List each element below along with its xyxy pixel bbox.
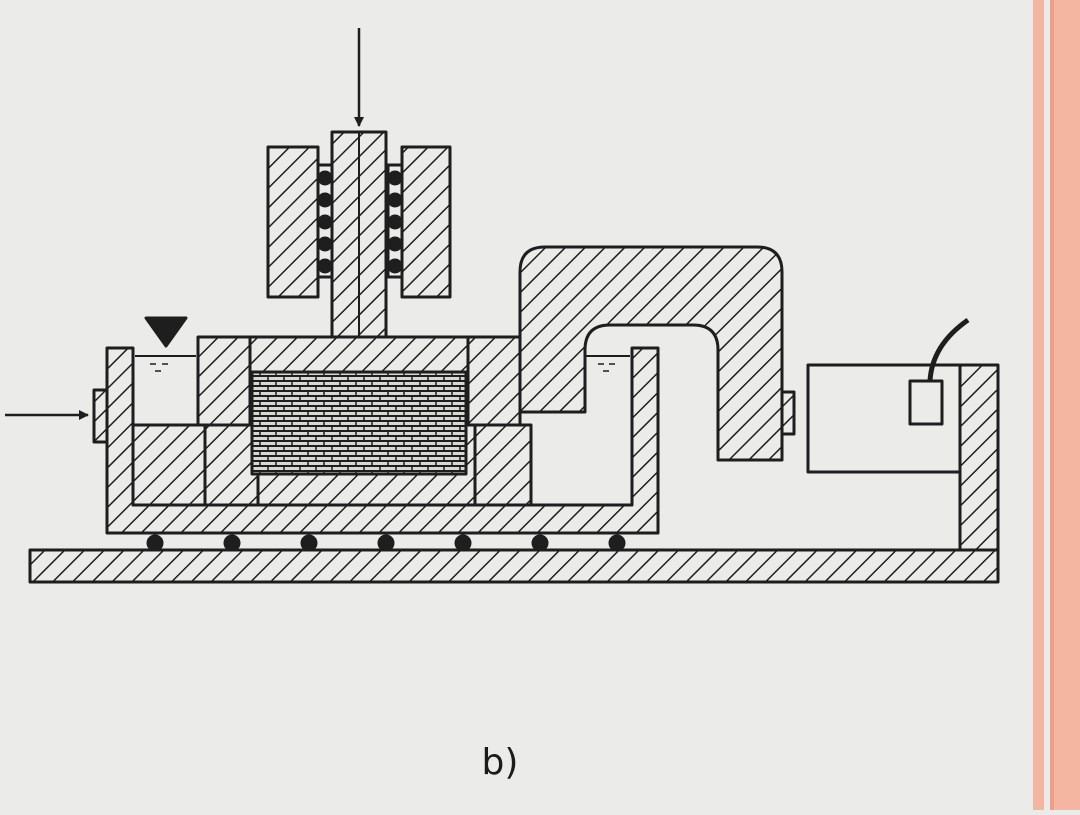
figure-caption: b)	[481, 742, 519, 783]
water-box	[105, 346, 660, 535]
gauge-box	[908, 379, 944, 426]
base-plate	[28, 548, 1000, 584]
right-weight-block	[400, 145, 452, 299]
right-support-bracket	[958, 363, 1000, 552]
guide-bearings	[316, 163, 404, 279]
decorative-side-stripe	[1033, 0, 1080, 810]
shear-test-apparatus-diagram	[5, 28, 1000, 584]
water-ripple-marks	[150, 363, 615, 372]
left-weight-block	[266, 145, 320, 299]
soil-specimen	[250, 370, 468, 476]
cable	[927, 317, 970, 382]
c-frame-yoke	[518, 245, 784, 462]
water-level-triangle-icon	[144, 316, 188, 348]
load-cell-connector	[780, 390, 796, 436]
roller-bearings	[146, 534, 626, 552]
pushing-plate	[92, 388, 109, 444]
